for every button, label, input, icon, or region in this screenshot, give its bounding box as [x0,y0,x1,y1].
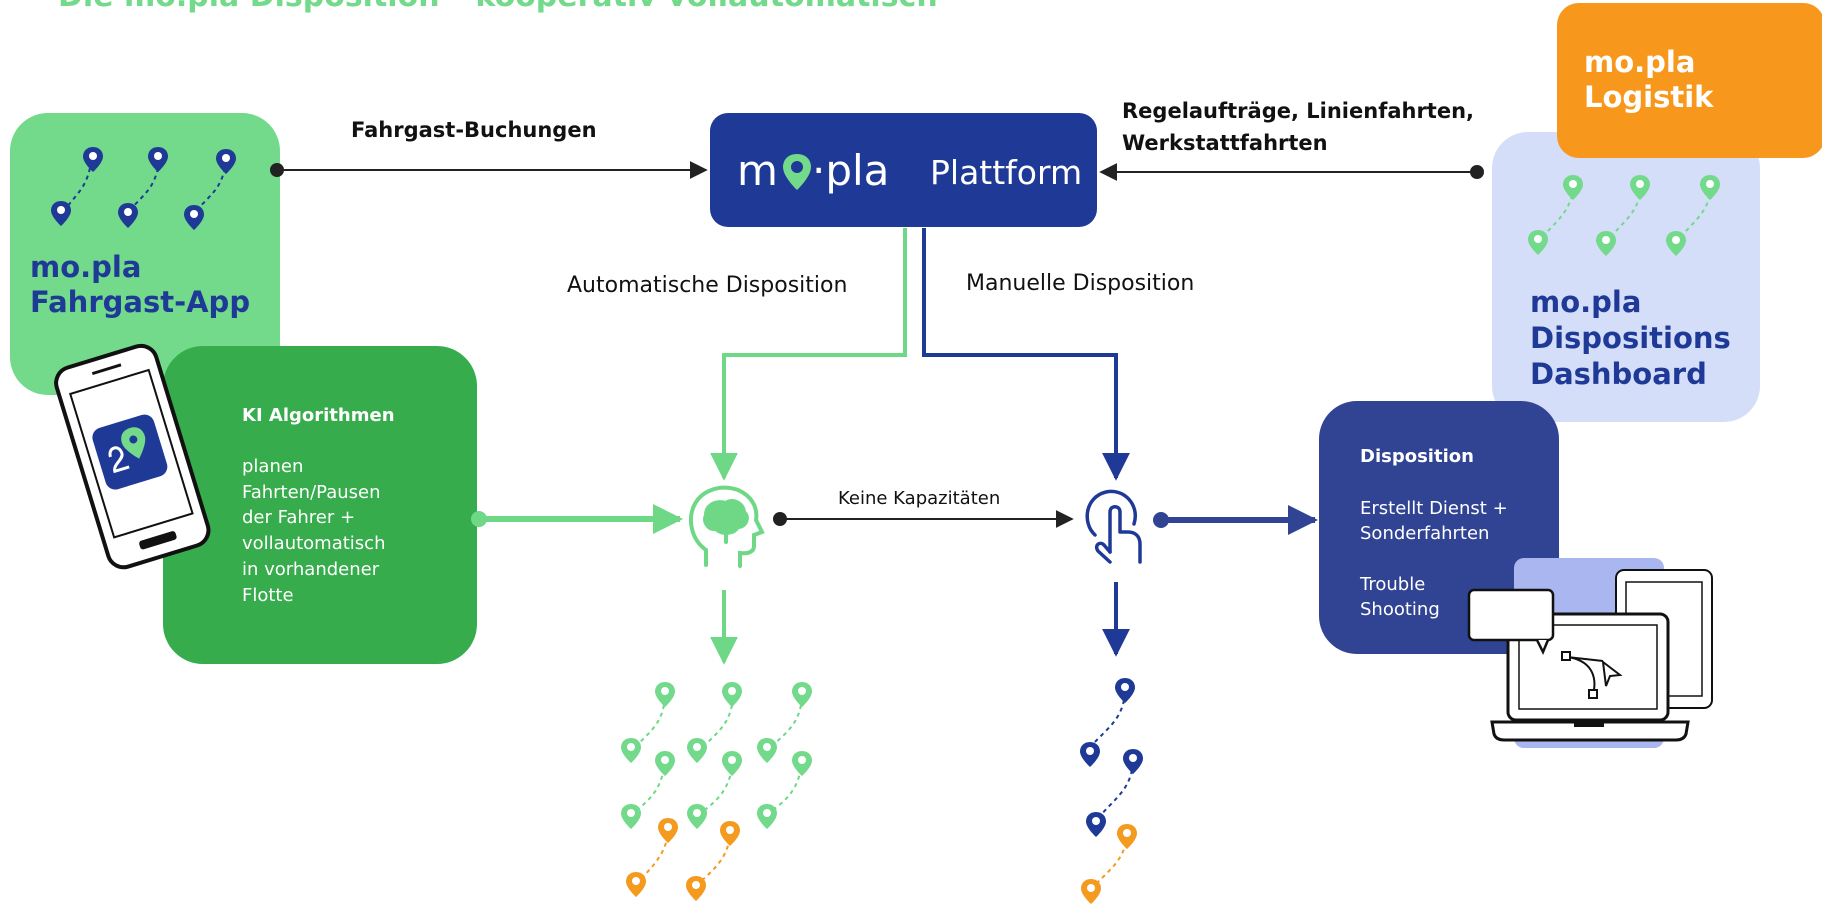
fahrgast-app-title-1: mo.pla [30,250,141,284]
manual-pins [1080,678,1143,904]
no-capacity-label: Keine Kapazitäten [838,488,1000,509]
logistik-line-2: Logistik [1584,80,1714,114]
brain-head-icon [688,485,765,568]
platform-box [710,113,1097,227]
bezier-cursor-icon [1561,651,1623,699]
map-pin-icon [1086,812,1106,837]
dashboard-line-3: Dashboard [1530,357,1707,391]
regular-trips-label-2: Werkstattfahrten [1122,131,1328,155]
ki-title: KI Algorithmen [242,405,395,426]
fahrgast-app-pins [51,147,236,230]
map-pin-icon [621,804,641,829]
logistik-line-1: mo.pla [1584,45,1695,79]
ki-line-1: planen [242,456,303,477]
manual-disposition-label: Manuelle Disposition [966,271,1194,296]
page-headline: Die mo.pla Disposition – kooperativ voll… [58,0,938,14]
platform-logo-pin-icon [783,154,811,190]
logistik-box [1557,3,1822,158]
ki-line-3: der Fahrer + [242,507,355,528]
platform-logo-m: m [737,146,778,195]
disposition-line-5: Shooting [1360,599,1440,620]
map-pin-icon [655,682,675,707]
speech-bubble-icon [1467,588,1555,656]
ki-line-4: vollautomatisch [242,533,385,554]
dashboard-box [1492,132,1760,422]
map-pin-icon [1123,749,1143,774]
map-pin-icon [1117,824,1137,849]
touch-hand-icon [1085,489,1142,564]
ki-algorithms-box [163,346,477,664]
map-pin-icon [722,751,742,776]
platform-logo-pla: ·pla [812,146,889,195]
bookings-label: Fahrgast-Buchungen [351,118,597,142]
map-pin-icon [792,751,812,776]
auto-disposition-arrow [710,228,907,481]
regular-trips-label-1: Regelaufträge, Linienfahrten, [1122,99,1474,123]
disposition-line-2: Sonderfahrten [1360,523,1489,544]
map-pin-icon [687,738,707,763]
map-pin-icon [792,682,812,707]
map-pin-icon [658,818,678,843]
fahrgast-app-box [10,113,280,395]
manual-disposition-arrow [922,228,1130,481]
map-pin-icon [757,738,777,763]
ki-line-2: Fahrten/Pausen [242,482,381,503]
dashboard-line-2: Dispositions [1530,321,1731,355]
map-pin-icon [1080,742,1100,767]
auto-pins [621,682,812,901]
map-pin-icon [687,804,707,829]
map-pin-icon [720,821,740,846]
map-pin-icon [1115,678,1135,703]
ki-line-5: in vorhandener [242,559,380,580]
auto-disposition-label: Automatische Disposition [567,273,847,298]
disposition-line-1: Erstellt Dienst + [1360,498,1508,519]
map-pin-icon [626,872,646,897]
map-pin-icon [621,738,641,763]
dashboard-line-1: mo.pla [1530,285,1641,319]
fahrgast-app-title-2: Fahrgast-App [30,285,250,319]
map-pin-icon [655,751,675,776]
map-pin-icon [686,876,706,901]
dashboard-pins [1528,175,1720,256]
disposition-title: Disposition [1360,446,1474,467]
map-pin-icon [722,682,742,707]
devices-illustration [1467,558,1713,748]
disposition-line-4: Trouble [1359,574,1425,595]
platform-label: Plattform [930,153,1082,192]
smartphone-icon [54,343,211,570]
map-pin-icon [757,804,777,829]
map-pin-icon [1081,879,1101,904]
ki-line-6: Flotte [242,585,294,606]
